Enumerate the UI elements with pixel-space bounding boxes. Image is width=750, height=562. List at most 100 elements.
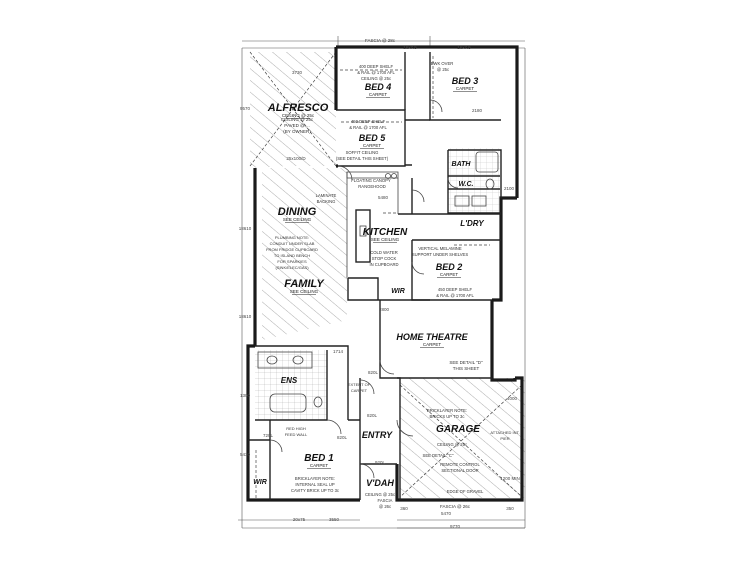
dimension-text: 9570 <box>240 106 251 111</box>
note-text: CEILING @ 25c <box>365 492 395 497</box>
note-text: (SEE DETAIL THIS SHEET) <box>336 156 389 161</box>
note-text: BRICKLAYER NOTE: <box>295 476 335 481</box>
dimension-text: 820L <box>368 370 379 375</box>
robe-shelves <box>255 56 490 498</box>
note-text: BWK OVER <box>431 61 454 66</box>
room-name-ens: ENS <box>281 376 298 385</box>
note-text: 400 DEEP SHELF <box>359 64 394 69</box>
note-text: CEILING @ 25c <box>281 117 314 122</box>
dimension-text: 5480 <box>378 195 389 200</box>
kitchen-fittings <box>346 171 399 278</box>
room-sub-theatre: CARPET <box>423 342 442 347</box>
note-text: CARPET <box>351 388 368 393</box>
dimension-text: 920L <box>375 460 386 465</box>
note-text: VERTICAL MELAMINE <box>418 246 461 251</box>
note-text: & RAIL @ 1700 AFL <box>349 125 387 130</box>
note-text: (BY OWNER) <box>283 129 311 134</box>
external-walls <box>246 45 524 502</box>
dimension-text: 3730 <box>292 70 303 75</box>
note-text: FEED WALL <box>285 432 308 437</box>
dimension-text: 3550 <box>329 517 340 522</box>
note-text: (SINK/ELEC/GAS) <box>275 265 309 270</box>
note-text: SECTIONAL DOOR <box>441 468 478 473</box>
room-name-garage: GARAGE <box>436 424 480 435</box>
note-text: & RAIL @ 1700 AFL <box>357 70 395 75</box>
room-sub-bed1: CARPET <box>310 463 329 468</box>
note-text: EDGE OF GRAVEL <box>447 489 484 494</box>
note-text: FASCIA @ 28c <box>365 38 396 43</box>
room-name-ldry: L'DRY <box>460 219 484 228</box>
dimension-text: 1300 <box>240 393 251 398</box>
room-name-entry: ENTRY <box>362 430 393 440</box>
note-text: SUPPORT UNDER SHELVES <box>412 252 469 257</box>
note-text: IN CUPBOARD <box>369 262 398 267</box>
note-text: RED HIGH <box>286 426 306 431</box>
dimension-text: 16x7.5 <box>403 45 417 50</box>
room-name-family: FAMILY <box>284 278 325 290</box>
room-name-bed4: BED 4 <box>365 82 392 92</box>
door-swings <box>269 99 459 479</box>
note-text: CAVITY BRICK UP TO 3c <box>291 488 339 493</box>
room-sub-bed5: CARPET <box>363 143 382 148</box>
note-text: & RAIL @ 1700 AFL <box>436 293 474 298</box>
room-sub-bed3: CARPET <box>456 86 475 91</box>
dimension-text: 5430 <box>240 452 251 457</box>
room-name-alfresco: ALFRESCO <box>267 102 329 114</box>
room-name-kitchen: KITCHEN <box>363 227 408 238</box>
note-text: 450 DEEP SHELF <box>438 287 473 292</box>
room-name-bath: BATH <box>452 161 472 168</box>
dimension-text: 9770 <box>450 524 461 529</box>
room-sub-family: SEE CEILING <box>290 289 319 294</box>
dimension-text: 820L <box>337 435 348 440</box>
note-text: REMOTE CONTROL <box>440 462 480 467</box>
note-text: FASCIA @ 26c <box>440 504 471 509</box>
note-text: SOFFIT CEILING <box>346 150 379 155</box>
note-text: FASCIA <box>378 498 393 503</box>
note-text: LAMINATE <box>316 193 337 198</box>
note-text: FOR SPARKIES <box>277 259 307 264</box>
room-name-wc: W.C. <box>458 181 473 188</box>
note-text: COLD WATER <box>370 250 397 255</box>
dimension-text: 2800 <box>379 307 390 312</box>
note-text: CEILING @ 25c <box>437 442 467 447</box>
note-text: RANGEHOOD <box>358 184 385 189</box>
note-text: @ 25c <box>437 67 449 72</box>
room-name-theatre: HOME THEATRE <box>396 332 468 342</box>
note-text: ATTACHED INT. <box>490 430 519 435</box>
dimension-text: 16x7.5 <box>457 45 471 50</box>
note-text: BRICKS UP TO 3c <box>430 414 465 419</box>
room-name-wir1: WIR <box>391 288 405 295</box>
dimension-text: 1714 <box>333 349 344 354</box>
room-sub-kitchen: SEE CEILING <box>371 237 400 242</box>
note-text: PIER <box>500 436 509 441</box>
note-text: 450 DEEP SHELF <box>351 119 386 124</box>
dimension-text: 18610 <box>239 314 252 319</box>
wet-area-fittings <box>257 151 499 413</box>
room-sub-alfresco: CEILING @ 25c <box>282 113 315 118</box>
note-text: BRICKLAYER NOTE: <box>427 408 467 413</box>
note-text: PLUMBING NOTE: <box>275 235 309 240</box>
note-text: CEILING @ 25c <box>361 76 391 81</box>
room-sub-dining: SEE CEILING <box>283 217 312 222</box>
room-name-bed2: BED 2 <box>436 262 463 272</box>
dimension-text: 20x75 <box>293 517 306 522</box>
dimension-text: 2100 <box>504 186 515 191</box>
room-name-dining: DINING <box>278 206 317 218</box>
dimension-text: 820L <box>367 413 378 418</box>
note-text: SEE DETAIL "C" <box>423 453 454 458</box>
note-text: BACKING <box>317 199 336 204</box>
dimension-text: 1200 MIN <box>500 476 520 481</box>
note-text: PAVED @ ... <box>284 123 309 128</box>
alfresco-roof-lines <box>249 51 523 498</box>
room-name-bed3: BED 3 <box>452 76 479 86</box>
room-name-bed1: BED 1 <box>304 453 334 464</box>
room-name-vdah: V'DAH <box>366 478 394 488</box>
room-sub-bed2: CARPET <box>440 272 459 277</box>
room-sub-bed4: CARPET <box>369 92 388 97</box>
note-text: STOP COCK <box>372 256 397 261</box>
note-text: @ 26c <box>379 504 391 509</box>
